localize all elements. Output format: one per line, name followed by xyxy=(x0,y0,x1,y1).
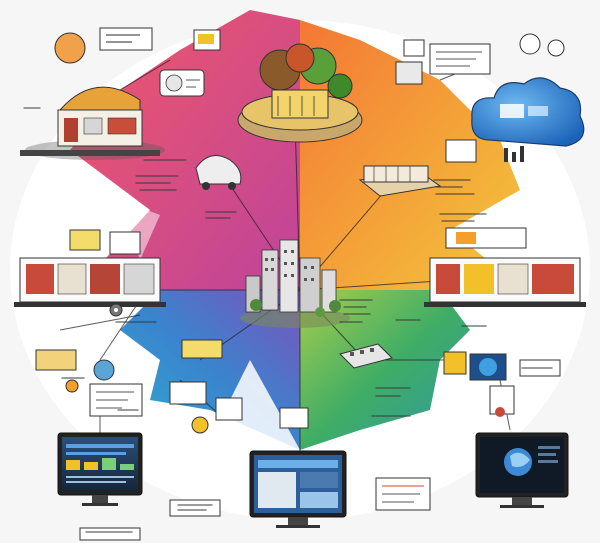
left-note-cards xyxy=(35,349,143,417)
monitor-icon xyxy=(57,432,569,528)
document-icon xyxy=(79,477,431,541)
cloud-icon xyxy=(471,77,585,162)
city-hub-icon xyxy=(240,239,350,328)
vehicle-sketch-icon xyxy=(195,155,242,190)
note-cards xyxy=(395,33,565,85)
quadrant-orange xyxy=(300,20,520,290)
left-dashboard-panel xyxy=(14,229,166,307)
blue-area-cards xyxy=(169,339,309,434)
quadrant-red xyxy=(70,10,300,290)
gauge-widget-icon xyxy=(159,29,221,97)
right-dashboard-panel xyxy=(424,227,586,307)
building-icon xyxy=(358,139,477,197)
green-area-module xyxy=(339,343,393,369)
color-quadrants xyxy=(70,10,520,450)
scribble-text xyxy=(23,107,553,533)
storefront-icon xyxy=(20,27,165,160)
quadrant-green xyxy=(300,290,470,450)
globe-icon xyxy=(443,351,561,417)
gear-icon xyxy=(109,303,123,317)
market-hub-icon xyxy=(237,43,363,143)
